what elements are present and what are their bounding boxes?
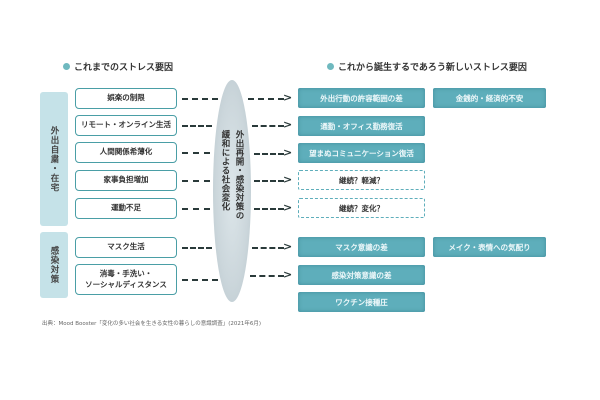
connector-dash bbox=[182, 247, 212, 249]
right-section-header: これから誕生するであろう新しいストレス要因 bbox=[327, 60, 527, 73]
right-box-label: ワクチン接種圧 bbox=[335, 297, 388, 307]
right-box-outing-tolerance: 外出行動の許容範囲の差 bbox=[298, 88, 425, 108]
bullet-dot-icon bbox=[327, 63, 334, 70]
category-label: 外出自粛・在宅 bbox=[49, 125, 59, 193]
connector-dash bbox=[182, 152, 210, 154]
arrow-head-icon: > bbox=[283, 173, 293, 186]
right-box-label: 金銭的・経済的不安 bbox=[455, 93, 524, 103]
source-citation: 出典：Mood Booster「変化の多い社会を生きる女性の暮らしの意識調査」(… bbox=[42, 321, 262, 327]
arrow-head-icon: > bbox=[283, 268, 293, 281]
right-box-label: 外出行動の許容範囲の差 bbox=[320, 93, 403, 103]
arrow-head-icon: > bbox=[283, 146, 293, 159]
right-box-label: 感染対策意識の差 bbox=[331, 270, 392, 280]
left-box-label: 人間関係希薄化 bbox=[99, 147, 153, 157]
arrow-dash bbox=[254, 153, 284, 155]
right-box-vaccine-pressure: ワクチン接種圧 bbox=[298, 292, 425, 312]
center-label-line2: 緩和による社会変化 bbox=[220, 130, 230, 211]
left-section-header: これまでのストレス要因 bbox=[63, 60, 173, 73]
left-box-label: 娯楽の制限 bbox=[107, 93, 145, 103]
right-box-label: 継続？変化？ bbox=[339, 203, 384, 213]
right-box-label: メイク・表情への気配り bbox=[448, 242, 531, 252]
transition-ellipse bbox=[213, 80, 251, 302]
left-header-text: これまでのストレス要因 bbox=[74, 63, 174, 73]
left-box-disinfection-distance: 消毒・手洗い・ ソーシャルディスタンス bbox=[75, 264, 177, 295]
right-box-office-return: 通勤・オフィス勤務復活 bbox=[298, 116, 425, 136]
arrow-dash bbox=[254, 180, 284, 182]
right-box-continue-reduce: 継続？軽減？ bbox=[298, 170, 425, 190]
connector-dash bbox=[182, 279, 218, 281]
arrow-dash bbox=[254, 208, 284, 210]
right-box-makeup-expression: メイク・表情への気配り bbox=[433, 237, 546, 257]
arrow-head-icon: > bbox=[283, 118, 293, 131]
connector-dash bbox=[182, 98, 218, 100]
left-box-remote-life: リモート・オンライン生活 bbox=[75, 115, 177, 136]
left-box-label: 運動不足 bbox=[111, 203, 141, 213]
left-box-label: 家事負担増加 bbox=[103, 175, 149, 185]
left-box-label: リモート・オンライン生活 bbox=[81, 120, 171, 130]
right-box-label: 望まぬコミュニケーション復活 bbox=[309, 148, 414, 158]
left-box-exercise-lack: 運動不足 bbox=[75, 198, 177, 219]
center-label: 外出再開・感染対策の 緩和による社会変化 bbox=[214, 130, 250, 250]
right-box-continue-change: 継続？変化？ bbox=[298, 198, 425, 218]
right-box-unwanted-communication: 望まぬコミュニケーション復活 bbox=[298, 143, 425, 163]
right-box-label: マスク意識の差 bbox=[335, 242, 388, 252]
category-infection-control: 感染対策 bbox=[40, 232, 68, 298]
right-box-mask-awareness: マスク意識の差 bbox=[298, 237, 425, 257]
left-box-mask-life: マスク生活 bbox=[75, 237, 177, 258]
arrow-head-icon: > bbox=[283, 201, 293, 214]
left-box-label: マスク生活 bbox=[107, 242, 145, 252]
left-box-label: 消毒・手洗い・ ソーシャルディスタンス bbox=[85, 269, 167, 289]
connector-dash bbox=[182, 180, 210, 182]
category-label: 感染対策 bbox=[49, 246, 59, 284]
center-label-line1: 外出再開・感染対策の bbox=[234, 130, 244, 220]
arrow-dash bbox=[252, 125, 284, 127]
connector-dash bbox=[182, 125, 212, 127]
arrow-dash bbox=[250, 275, 284, 277]
bullet-dot-icon bbox=[63, 63, 70, 70]
left-box-housework-increase: 家事負担増加 bbox=[75, 170, 177, 191]
right-box-financial-anxiety: 金銭的・経済的不安 bbox=[433, 88, 546, 108]
right-header-text: これから誕生するであろう新しいストレス要因 bbox=[338, 63, 527, 73]
connector-dash bbox=[182, 208, 210, 210]
arrow-head-icon: > bbox=[283, 240, 293, 253]
category-stay-home: 外出自粛・在宅 bbox=[40, 92, 68, 226]
arrow-head-icon: > bbox=[283, 91, 293, 104]
left-box-relationship-dilution: 人間関係希薄化 bbox=[75, 142, 177, 163]
right-box-label: 継続？軽減？ bbox=[339, 175, 384, 185]
right-box-infection-awareness: 感染対策意識の差 bbox=[298, 265, 425, 285]
right-box-label: 通勤・オフィス勤務復活 bbox=[320, 121, 403, 131]
left-box-entertainment-limit: 娯楽の制限 bbox=[75, 88, 177, 109]
arrow-dash bbox=[248, 98, 284, 100]
arrow-dash bbox=[252, 247, 284, 249]
